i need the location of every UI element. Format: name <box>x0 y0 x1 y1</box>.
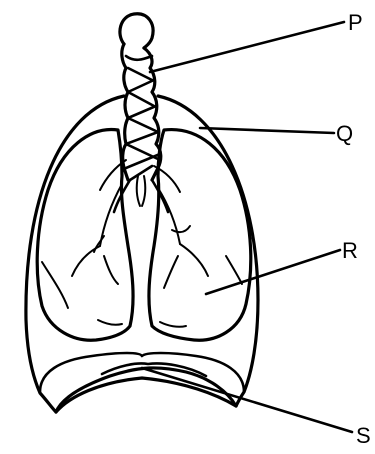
left-lung <box>37 130 133 341</box>
trachea-ring <box>126 56 152 60</box>
pointer-line-P <box>150 22 344 72</box>
trachea-ring <box>128 68 152 80</box>
label-P: P <box>348 10 363 35</box>
label-Q: Q <box>336 121 353 146</box>
pointer-line-Q <box>200 128 334 133</box>
trachea-ring <box>126 132 158 144</box>
trachea-ring <box>126 144 160 160</box>
pointer-line-S <box>142 368 352 432</box>
diaphragm <box>56 378 236 412</box>
thoracic-cavity <box>26 96 258 412</box>
trachea-ring <box>128 80 154 92</box>
labels: P Q R S <box>336 10 371 448</box>
trachea-ring <box>128 92 154 106</box>
label-S: S <box>356 423 371 448</box>
right-lung <box>149 130 251 341</box>
trachea-ring <box>128 118 158 132</box>
trachea <box>120 14 161 180</box>
trachea-ring <box>128 106 156 118</box>
trachea-ring <box>130 166 152 180</box>
label-R: R <box>342 238 358 263</box>
